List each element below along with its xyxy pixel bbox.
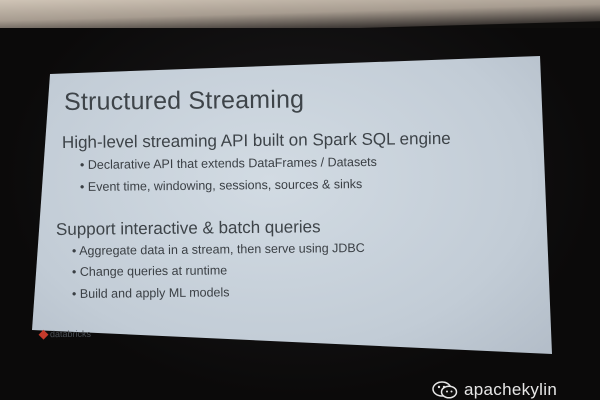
databricks-logo: databricks	[38, 328, 92, 340]
bullet-ml-models: Build and apply ML models	[72, 285, 230, 301]
bullet-change-queries: Change queries at runtime	[72, 263, 227, 279]
databricks-logo-text: databricks	[49, 328, 92, 340]
slide-title: Structured Streaming	[63, 85, 305, 116]
watermark: apachekylin	[432, 380, 557, 400]
wechat-icon	[432, 381, 458, 399]
section-heading-streaming-api: High-level streaming API built on Spark …	[61, 128, 451, 152]
watermark-text: apachekylin	[464, 380, 558, 399]
section-heading-interactive-batch: Support interactive & batch queries	[55, 217, 321, 239]
databricks-logo-icon	[38, 329, 49, 340]
bullet-event-time: Event time, windowing, sessions, sources…	[80, 177, 363, 194]
